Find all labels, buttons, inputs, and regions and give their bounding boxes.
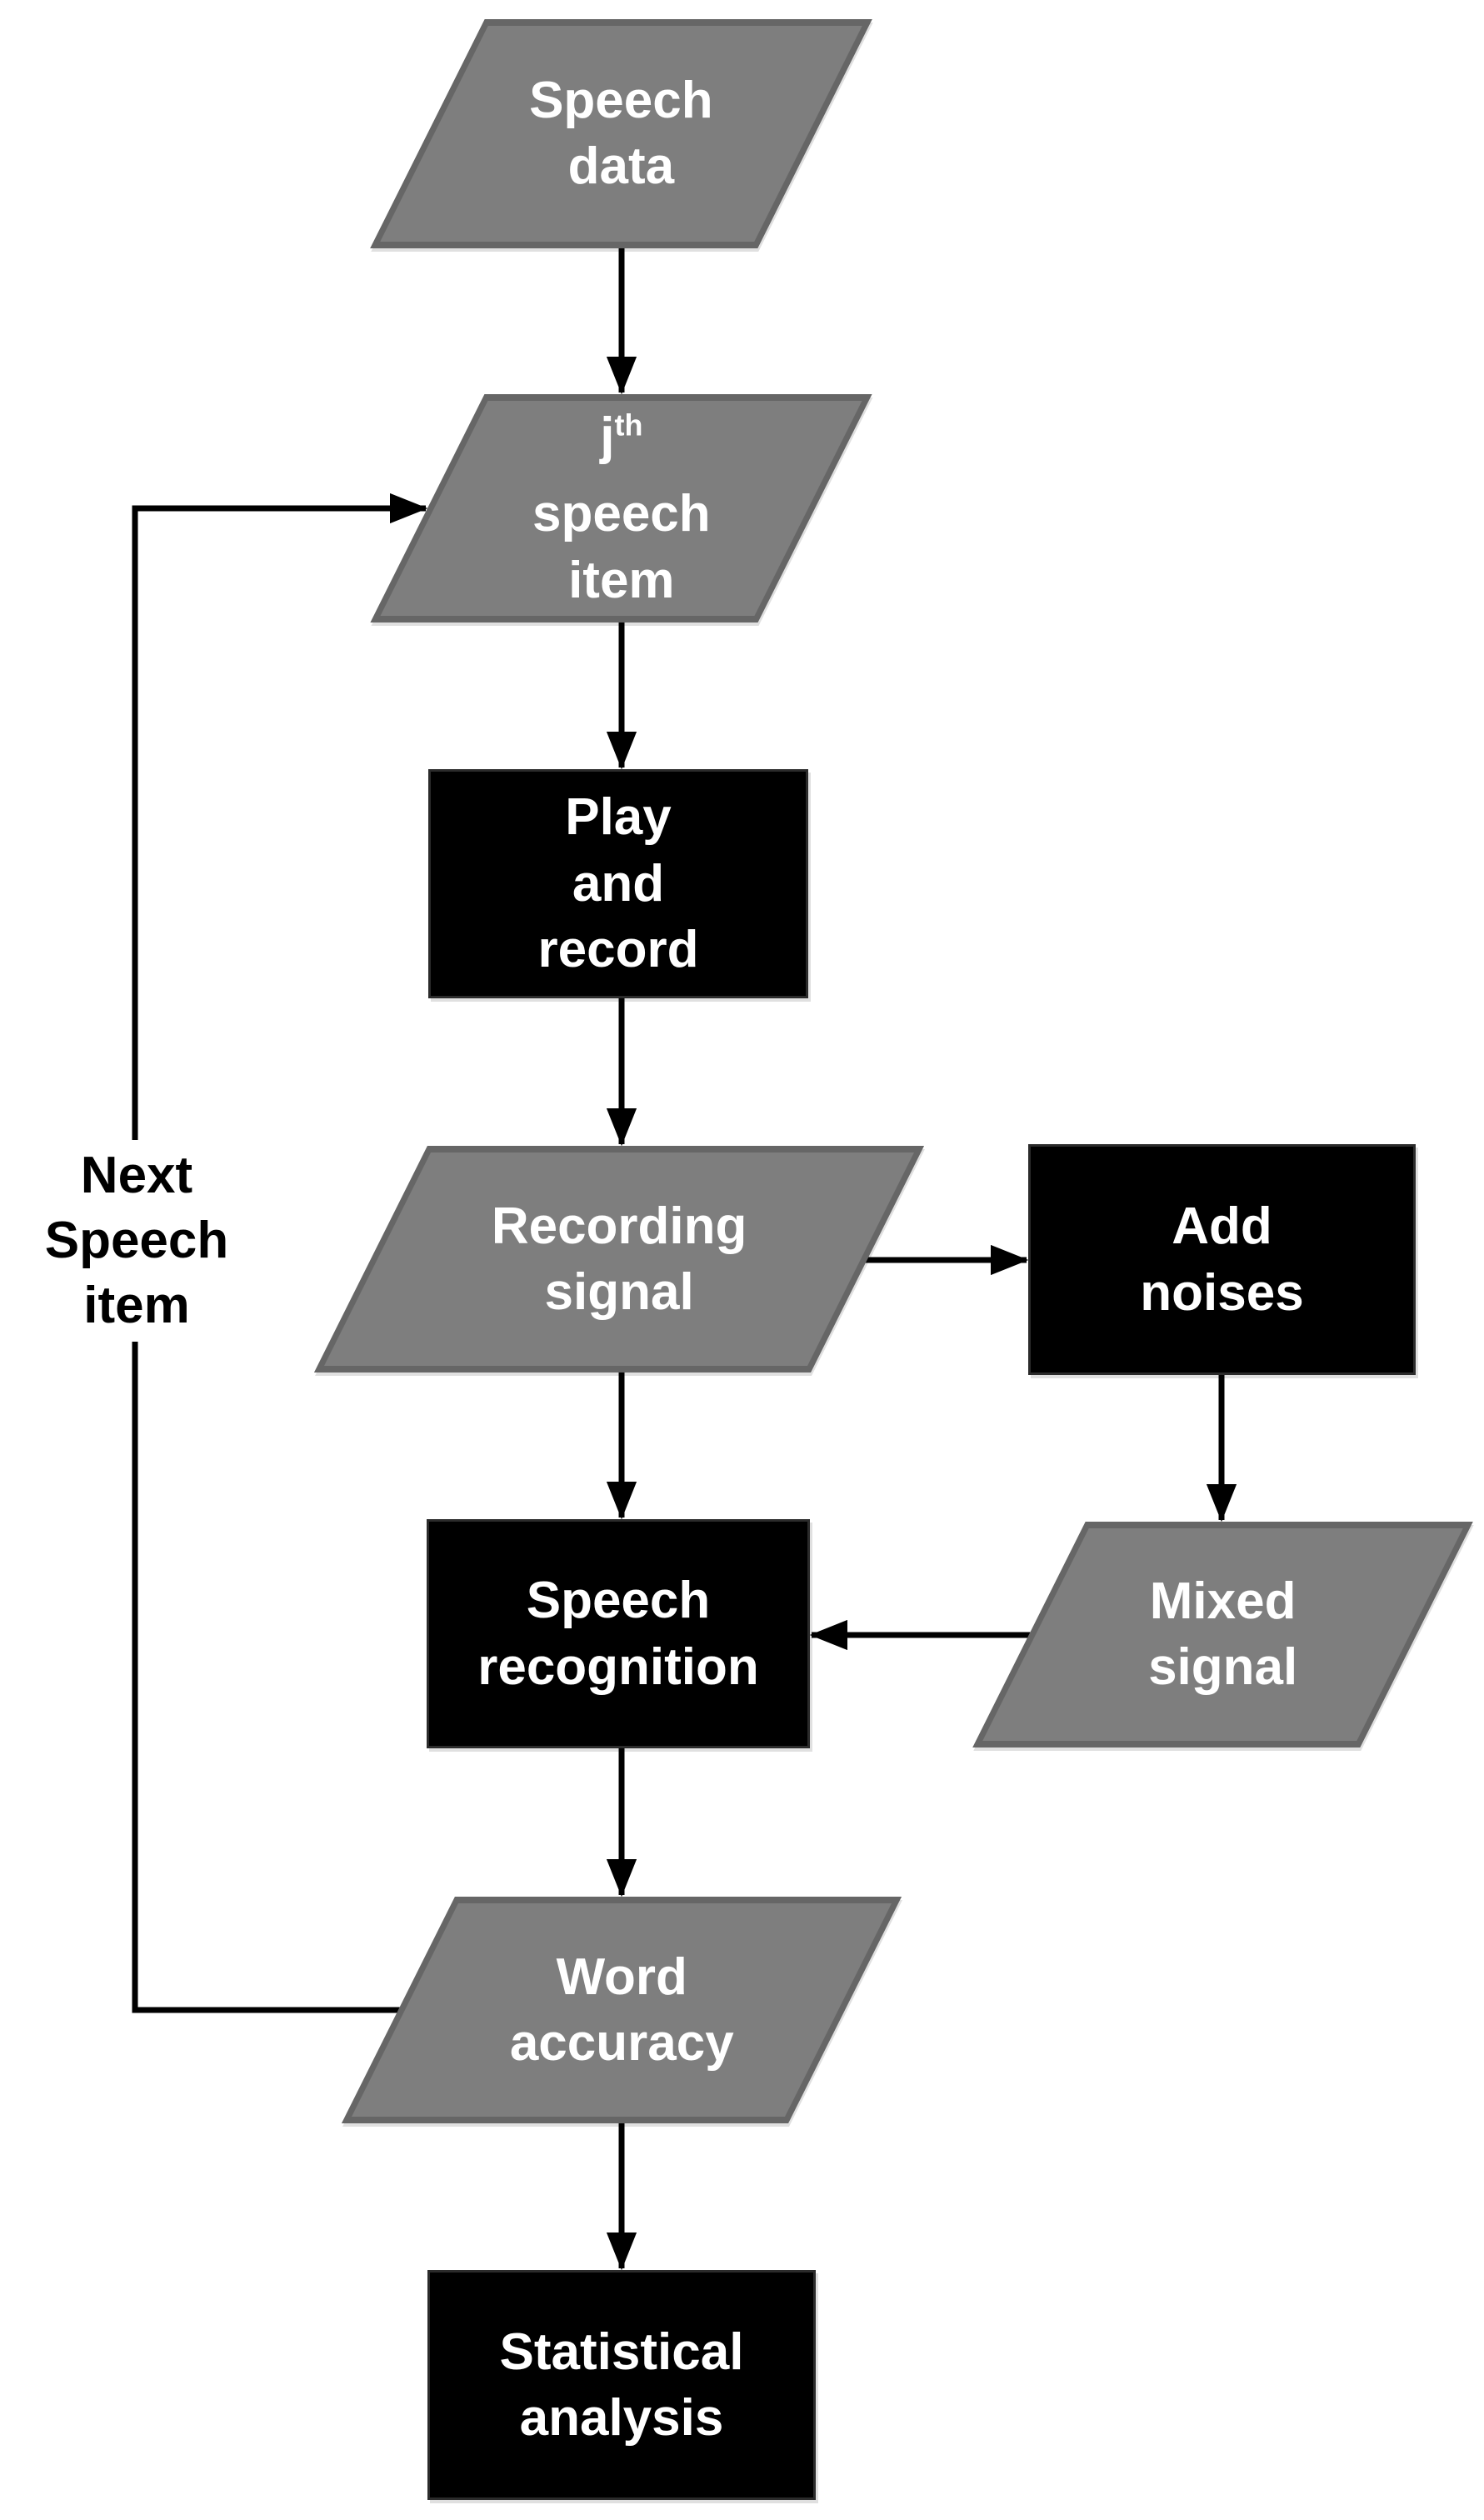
node-play-and-record-label: Play and record [537, 788, 699, 979]
node-add-noises: Add noises [1028, 1144, 1416, 1375]
node-statistical-analysis-label: Statistical analysis [499, 2322, 744, 2447]
node-word-accuracy-label: Word accuracy [509, 1948, 734, 2072]
loop-label-next-speech-item: Next Speech item [30, 1140, 243, 1342]
node-recording-signal-label: Recording signal [491, 1197, 747, 1321]
node-mixed-signal-label: Mixed signal [1147, 1572, 1298, 1697]
node-statistical-analysis: Statistical analysis [427, 2270, 816, 2500]
node-speech-data-label: Speech data [529, 72, 713, 196]
node-speech-recognition-label: Speech recognition [477, 1572, 759, 1696]
node-speech-recognition: Speech recognition [427, 1519, 810, 1748]
node-add-noises-label: Add noises [1140, 1198, 1304, 1322]
node-play-and-record: Play and record [428, 769, 808, 998]
node-jth-speech-item-label: jth speech item [532, 407, 711, 609]
